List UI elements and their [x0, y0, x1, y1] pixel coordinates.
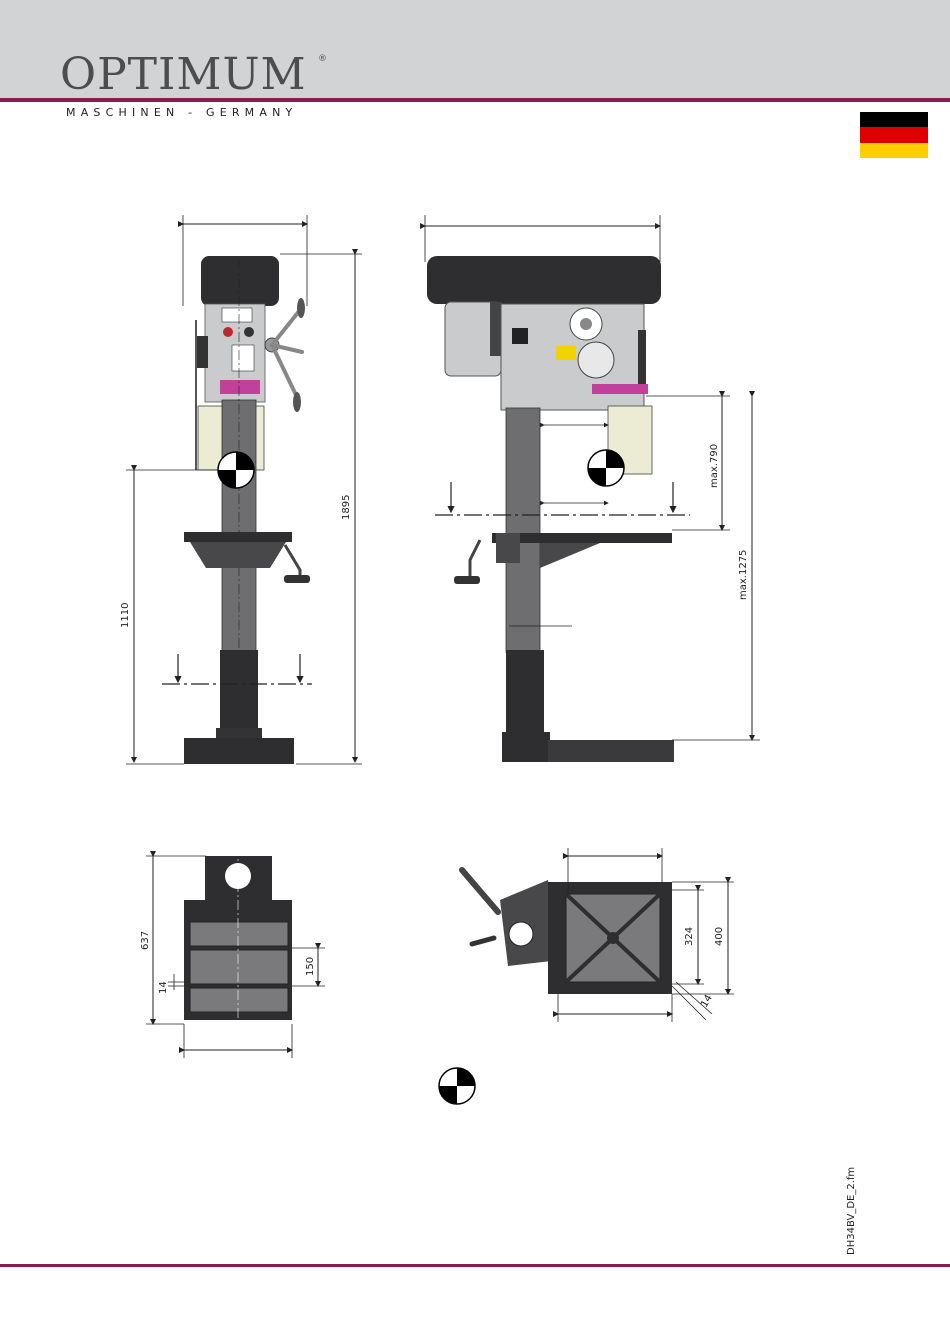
dim-base-slot-width: 14: [158, 981, 169, 994]
dim-table-square: 324: [684, 927, 695, 946]
dim-spindle-table-max: max.790: [709, 444, 720, 488]
center-of-gravity-icon: [588, 450, 624, 486]
dim-table-slot-width: 14: [699, 993, 715, 1010]
footer-accent-line: [0, 1264, 950, 1267]
dim-base-slot-spacing: 150: [305, 957, 316, 976]
dim-table-height: 1110: [120, 603, 131, 628]
base-plan-view: 637 150 14: [140, 846, 325, 1058]
center-of-gravity-icon: [218, 452, 254, 488]
dim-table-outer: 400: [714, 927, 725, 946]
center-of-gravity-legend-icon: [439, 1068, 475, 1104]
file-reference: DH34BV_DE_2.fm: [846, 1167, 857, 1255]
side-view: max.790 max.1275: [425, 215, 760, 762]
front-view: 1895 1110: [120, 215, 362, 764]
dim-total-height: 1895: [341, 495, 352, 520]
table-plan-view: 324 400 14: [462, 848, 734, 1022]
dim-spindle-base-max: max.1275: [738, 550, 749, 600]
dim-base-length: 637: [140, 931, 151, 950]
